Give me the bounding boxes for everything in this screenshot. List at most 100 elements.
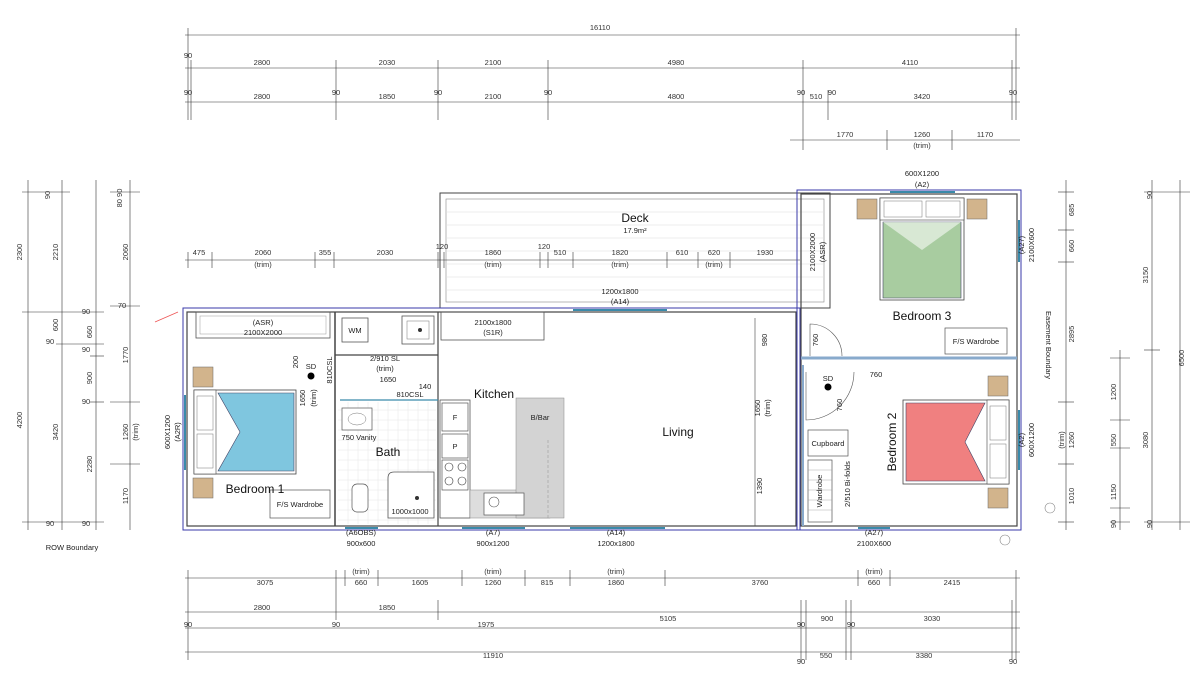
- dim-left-c3-3: 90: [82, 307, 90, 316]
- dim-deck-11: 1930: [757, 248, 774, 257]
- bottom-dimension-texts: 3075 (trim) 660 1605 (trim) 1260 815 (tr…: [184, 567, 1017, 666]
- win-bed2-a2-code: (A2): [1017, 432, 1026, 447]
- dim-top-r2-11: 3420: [914, 92, 931, 101]
- kitchen-label: Kitchen: [474, 387, 514, 401]
- dim-bot-r4-3: 90: [1009, 657, 1017, 666]
- dim-760-bed3: 760: [811, 334, 820, 347]
- win-bed2-a2-size: 600X1200: [1027, 423, 1036, 457]
- dim-left-c3-9: 90: [82, 519, 90, 528]
- bedroom-2: Bedroom 2 SD 760 760 Cupboard Wardrobe 2…: [805, 370, 1010, 523]
- dim-bot-r1-3: 1260: [485, 578, 502, 587]
- dim-left-c3-5: 90: [82, 345, 90, 354]
- win-a14-bot-code: (A14): [607, 528, 626, 537]
- dim-1650-v: 1650: [298, 390, 307, 407]
- dim-deck-10-trim: (trim): [705, 260, 723, 269]
- easement-boundary-label: Easement Boundary: [1044, 311, 1053, 379]
- bed1-wardrobe-label: F/S Wardrobe: [277, 500, 323, 509]
- bed3-wardrobe-label: F/S Wardrobe: [953, 337, 999, 346]
- kitchen: F P B/Bar Kitchen: [439, 387, 565, 519]
- dim-right-c3-2: 1150: [1109, 484, 1118, 500]
- dim-deck-10: 620: [708, 248, 721, 257]
- dim-right-c1-0: 685: [1067, 204, 1076, 217]
- dim-right-c1-2: 2895: [1067, 326, 1076, 343]
- dim-deck-2: 355: [319, 248, 332, 257]
- dim-left-c2-0: 90: [43, 191, 52, 199]
- bifolds-label: 2/510 Bi-folds: [843, 461, 852, 507]
- dim-top-r2-3: 1850: [379, 92, 396, 101]
- dim-left-c2-3: 90: [46, 337, 54, 346]
- bathroom: 750 Vanity Bath 1000x1000: [338, 402, 436, 524]
- bath-label: Bath: [376, 445, 401, 459]
- dim-deck-0: 475: [193, 248, 206, 257]
- living-label: Living: [662, 425, 693, 439]
- bedroom-2-label: Bedroom 2: [885, 412, 899, 471]
- dim-top-r2-5: 2100: [485, 92, 502, 101]
- dim-top-r1-3: 2100: [485, 58, 502, 67]
- living: Living 980 1650 (trim) 1390: [662, 318, 772, 526]
- dim-bot-r1-2: 1605: [412, 578, 429, 587]
- win-a14-top-code: (A14): [611, 297, 630, 306]
- dim-top-r1-5: 4110: [902, 58, 918, 67]
- dim-bot-r3-4: 900: [821, 614, 834, 623]
- win-a14-top-size: 1200x1800: [601, 287, 638, 296]
- right-dimension-texts: 685 660 2895 Easement Boundary 3150 6500…: [999, 191, 1186, 546]
- dim-left-c2-5: 90: [46, 519, 54, 528]
- dim-760-bed2-a: 760: [835, 399, 844, 412]
- bottom-windows: (A6OBS) 900x600 (A7) 900x1200 (A14) 1200…: [345, 527, 891, 548]
- win-a7-size: 900x1200: [477, 539, 510, 548]
- dim-top-r3-2: 1170: [977, 130, 993, 139]
- left-dimensions: [22, 180, 140, 530]
- dim-200: 200: [291, 356, 300, 369]
- fridge-label: F: [453, 413, 458, 422]
- dim-top-r2-6: 90: [544, 88, 552, 97]
- dim-top-r1-4: 4980: [668, 58, 685, 67]
- pantry-label: P: [452, 442, 457, 451]
- dim-top-r2-8: 90: [797, 88, 805, 97]
- wm-label: WM: [348, 326, 361, 335]
- dim-bot-r4-2: 3380: [916, 651, 933, 660]
- dim-top-r2-0: 90: [184, 88, 192, 97]
- dim-deck-5-trim: (trim): [484, 260, 502, 269]
- dim-top-r2-4: 90: [434, 88, 442, 97]
- dim-top-r3-1: 1260: [914, 130, 931, 139]
- deck-dimensions: 475 2060 (trim) 355 2030 120 1860 (trim)…: [185, 242, 800, 269]
- dim-left-c3-4: 660: [85, 326, 94, 339]
- right-dimensions: [1058, 180, 1190, 530]
- dim-bot-r3-1: 90: [332, 620, 340, 629]
- sl-door-label: 2/910 SL: [370, 354, 400, 363]
- bedroom-1-label: Bedroom 1: [226, 482, 285, 496]
- dim-right-c2-2: 90: [1145, 191, 1154, 199]
- win-a2-top-size: 600X1200: [905, 169, 939, 178]
- dim-bot-r1-7: 660: [868, 578, 881, 587]
- deck-area: 17.9m²: [623, 226, 647, 235]
- dim-left-c3-7: 90: [82, 397, 90, 406]
- dim-deck-7: 510: [554, 248, 567, 257]
- dim-deck-1: 2060: [255, 248, 272, 257]
- dim-left-c2-4: 3420: [51, 424, 60, 441]
- dim-right-c4-1: 1010: [1067, 488, 1076, 505]
- win-a7-code: (A7): [486, 528, 501, 537]
- dim-bot-r1-1: 660: [355, 578, 368, 587]
- dim-deck-6: 120: [538, 242, 551, 251]
- left-dimension-texts: 2300 4200 90 2210 600 90 3420 90 80 90 2…: [15, 189, 179, 552]
- dim-deck-5: 1860: [485, 248, 502, 257]
- deck-label: Deck: [621, 211, 649, 225]
- dim-right-c3-1: 550: [1109, 434, 1118, 447]
- dim-1390: 1390: [755, 478, 764, 495]
- dim-bot-r2-3: 3030: [924, 614, 941, 623]
- cupboard-label: Cupboard: [812, 439, 845, 448]
- dim-bot-r3-0: 90: [184, 620, 192, 629]
- dim-left-c3-1: 2060: [121, 244, 130, 261]
- dim-top-r1-2: 2030: [379, 58, 396, 67]
- dim-bot-r3-5: 90: [847, 620, 855, 629]
- dim-top-r1-1: 2800: [254, 58, 271, 67]
- vanity-label: 750 Vanity: [342, 433, 377, 442]
- dim-left-c2-2: 600: [51, 319, 60, 332]
- dim-1650-living: 1650: [753, 400, 762, 417]
- dim-top-r2-1: 2800: [254, 92, 271, 101]
- dim-top-r1-0: 90: [184, 51, 192, 60]
- dim-top-total: 16110: [590, 23, 610, 32]
- dim-right-c3-3: 3080: [1141, 432, 1150, 449]
- dim-bot-total: 11910: [483, 651, 503, 660]
